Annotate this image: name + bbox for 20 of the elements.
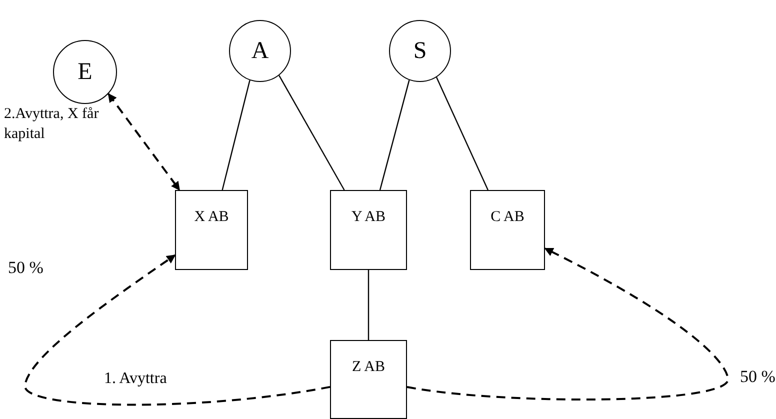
connector-line [368,270,370,340]
node-label: Z AB [352,359,385,375]
node-label: E [78,58,92,86]
node-label: S [413,38,427,64]
connector-line [436,76,488,190]
company-box [330,190,407,270]
node-label: A [251,38,269,64]
dashed-arrow [406,248,729,400]
company-box [470,190,545,270]
connector-line [379,80,410,190]
dashed-arrow [108,93,180,191]
dashed-arrow [24,254,330,406]
node-label: C AB [490,209,524,225]
edge-label: 2.Avyttra, X får kapital [4,104,100,144]
node-label: X AB [194,209,229,225]
connector-line [222,80,250,190]
connector-line [278,75,345,190]
node-label: Y AB [351,209,386,225]
company-box [330,340,407,419]
company-box [175,190,248,270]
